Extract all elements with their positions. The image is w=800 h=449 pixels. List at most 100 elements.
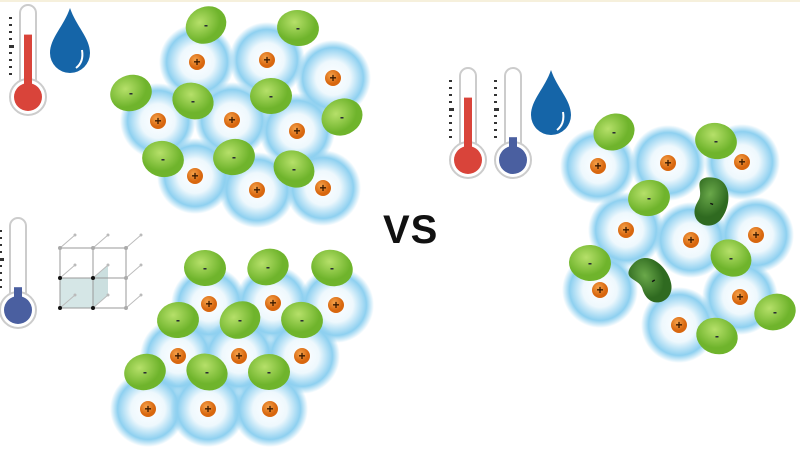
anion-symbol: - [300, 313, 304, 327]
deformed-anion: - [694, 177, 729, 226]
anion: - [219, 301, 261, 339]
cation: + [259, 52, 275, 68]
cation-symbol: + [144, 402, 151, 416]
thermometer-tick [449, 101, 452, 103]
anion-body [213, 138, 255, 176]
cation-symbol: + [319, 181, 326, 195]
lattice-node [124, 306, 128, 310]
thermometer-cold-icon [0, 217, 37, 329]
lattice-node [73, 293, 77, 297]
cation-core [671, 317, 687, 333]
lattice-edge [59, 264, 76, 279]
anion-symbol: - [204, 18, 208, 32]
anion-body [248, 353, 290, 391]
thermometer-tick [9, 52, 12, 54]
anion-body [157, 301, 199, 339]
cation-core [224, 112, 240, 128]
cation: + [328, 297, 344, 313]
thermometer-tick [449, 94, 452, 96]
water-drop-shape [531, 70, 571, 135]
cation-symbol: + [332, 298, 339, 312]
anion-symbol: - [176, 313, 180, 327]
water-drop-icon [531, 70, 571, 135]
cation: + [294, 348, 310, 364]
thermometer-tick [9, 66, 12, 68]
cation-core [592, 282, 608, 298]
cation-core [189, 54, 205, 70]
anion-body [110, 74, 152, 112]
thermometer-tick [0, 237, 2, 239]
anion-symbol: - [715, 329, 719, 343]
anion: - [186, 353, 228, 391]
cation-symbol: + [253, 183, 260, 197]
lattice-node [124, 276, 128, 280]
thermometer-tick [0, 251, 2, 253]
thermometer-tick [494, 108, 499, 111]
anion: - [157, 301, 199, 339]
thermometer-tick [9, 45, 14, 48]
lattice-node [106, 263, 110, 267]
anion: - [185, 6, 227, 44]
lattice-node [91, 306, 95, 310]
anion-symbol: - [647, 191, 651, 205]
cation-core [170, 348, 186, 364]
anion-body [247, 248, 289, 286]
anion: - [124, 353, 166, 391]
cation: + [224, 112, 240, 128]
cation: + [671, 317, 687, 333]
anion: - [321, 98, 363, 136]
anion-body [124, 353, 166, 391]
thermometer-tick [449, 129, 452, 131]
cation-symbol: + [675, 318, 682, 332]
lattice-edge [59, 294, 76, 309]
cation-symbol: + [622, 223, 629, 237]
anion: - [628, 179, 670, 217]
anion-body [273, 150, 315, 188]
cation-core [732, 289, 748, 305]
crystal-lattice-icon [58, 233, 143, 310]
cation-symbol: + [204, 402, 211, 416]
lattice-edge [92, 294, 109, 309]
thermometer-level [14, 287, 22, 310]
cation: + [201, 296, 217, 312]
thermometer-tick [449, 108, 454, 111]
cation-core [140, 401, 156, 417]
cation-symbol: + [596, 283, 603, 297]
anion-symbol: - [714, 134, 718, 148]
anion-symbol: - [773, 305, 777, 319]
cation: + [592, 282, 608, 298]
cation-symbol: + [228, 113, 235, 127]
thermometer-cold-icon [494, 67, 532, 179]
cation-symbol: + [664, 156, 671, 170]
thermometer-tick [0, 265, 2, 267]
thermometer-tick [449, 80, 452, 82]
anion: - [277, 9, 319, 47]
thermometer-tick [449, 87, 452, 89]
thermometer-hot-icon [449, 67, 487, 179]
anion: - [250, 77, 292, 115]
cation: + [315, 180, 331, 196]
cation-core [315, 180, 331, 196]
lattice-edge [92, 264, 109, 279]
water-drop-icon [50, 8, 90, 73]
thermometer-tick [494, 87, 497, 89]
water-drop-shape [50, 8, 90, 73]
thermometer-tick [0, 230, 2, 232]
anion-body [186, 353, 228, 391]
thermometer-tick [9, 17, 12, 19]
cation-symbol: + [687, 233, 694, 247]
cation-core [200, 401, 216, 417]
anion-body [250, 77, 292, 115]
anion-symbol: - [648, 273, 658, 287]
thermometer-tick [0, 258, 4, 261]
cation-symbol: + [174, 349, 181, 363]
deformed-anion-body [628, 258, 672, 303]
cation-symbol: + [594, 159, 601, 173]
cation: + [249, 182, 265, 198]
anion-symbol: - [266, 260, 270, 274]
cation-core [734, 154, 750, 170]
thermometer-level [509, 137, 517, 160]
anion-body [569, 244, 611, 282]
